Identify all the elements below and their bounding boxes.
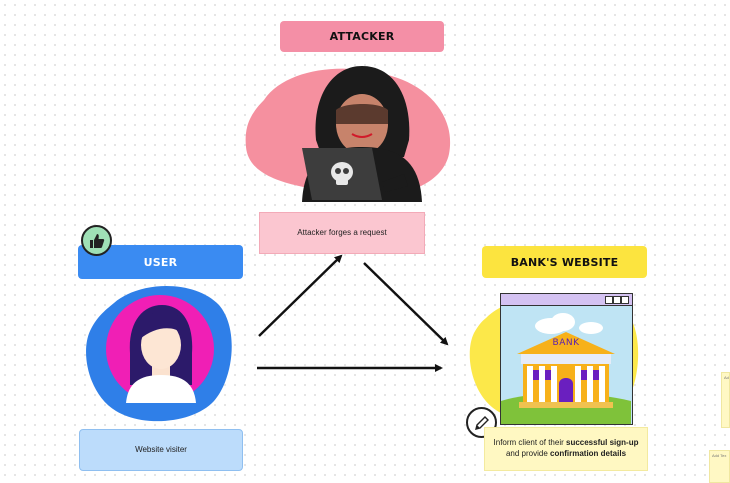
user-title-label: USER xyxy=(143,255,178,269)
bank-note-part-2: and provide xyxy=(505,449,550,458)
bank-note-bold-2: confirmation details xyxy=(550,449,627,458)
bank-title-label: BANK'S WEBSITE xyxy=(510,255,619,269)
thumbs-up-icon xyxy=(89,233,104,248)
side-note-top-text: Ad xyxy=(724,375,729,380)
user-note-text: Website visiter xyxy=(135,444,187,454)
bank-sign: BANK xyxy=(552,338,580,348)
bank-note-bold-1: successful sign-up xyxy=(566,438,639,448)
user-note: Website visiter xyxy=(79,429,243,471)
close-button[interactable] xyxy=(621,296,629,304)
side-note-top[interactable]: Ad xyxy=(721,372,730,428)
bank-note-text: Inform client of their successful sign-u… xyxy=(493,438,639,460)
bank-window: BANK xyxy=(500,293,633,425)
user-illustration xyxy=(86,286,232,422)
bank-title: BANK'S WEBSITE xyxy=(482,246,647,278)
attacker-note: Attacker forges a request xyxy=(259,212,425,254)
arrow-attacker-to-bank xyxy=(363,262,449,346)
pencil-icon xyxy=(474,415,489,430)
thumbs-up-badge[interactable] xyxy=(81,225,112,256)
minimize-button[interactable] xyxy=(605,296,613,304)
maximize-button[interactable] xyxy=(613,296,621,304)
attacker-title-label: ATTACKER xyxy=(329,30,395,43)
attacker-illustration xyxy=(245,66,451,202)
attacker-title: ATTACKER xyxy=(280,21,444,52)
side-note-bottom-text: Add Tex xyxy=(712,453,727,458)
bank-note: Inform client of their successful sign-u… xyxy=(484,427,648,471)
bank-building xyxy=(501,313,631,424)
bank-note-part-1: Inform client of their xyxy=(493,438,566,448)
skull-icon xyxy=(331,162,353,185)
bank-window-titlebar xyxy=(501,294,632,306)
side-note-bottom[interactable]: Add Tex xyxy=(709,450,730,483)
arrow-user-to-attacker xyxy=(258,254,343,337)
attacker-note-text: Attacker forges a request xyxy=(297,227,387,237)
